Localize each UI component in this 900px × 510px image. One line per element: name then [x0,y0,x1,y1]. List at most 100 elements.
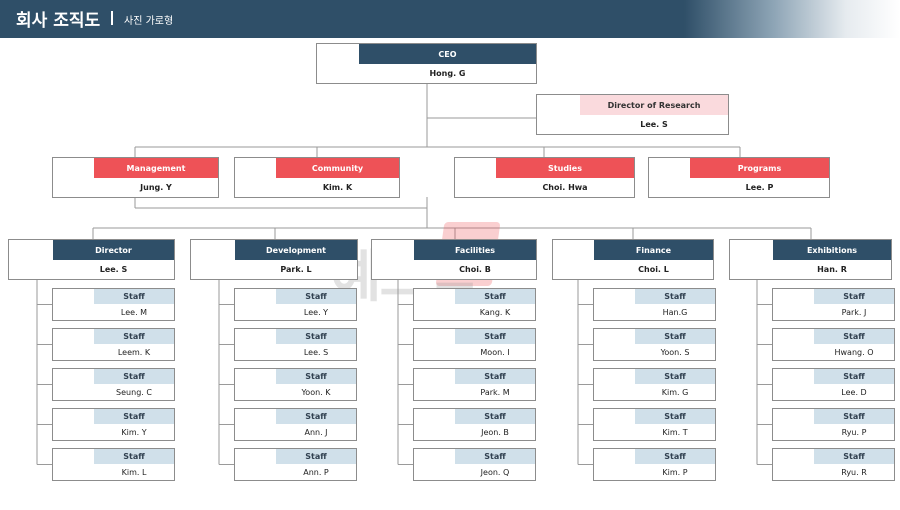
department-box: Finance Choi. L [552,239,714,280]
photo-placeholder [53,289,94,320]
staff-role: Staff [455,409,535,424]
photo-placeholder [414,329,455,360]
staff-role: Staff [635,289,715,304]
photo-placeholder [553,240,594,279]
staff-role: Staff [635,369,715,384]
photo-placeholder [594,449,635,480]
division-studies: Studies Choi. Hwa [454,157,635,198]
staff-role: Staff [94,449,174,464]
staff-role: Staff [94,289,174,304]
staff-name: Lee. D [814,384,894,400]
staff-name: Kim. L [94,464,174,480]
division-name: Lee. P [690,178,829,197]
staff-role: Staff [276,289,356,304]
photo-placeholder [317,44,359,83]
division-role: Programs [690,158,829,179]
research-role: Director of Research [580,95,728,116]
photo-placeholder [414,369,455,400]
photo-placeholder [53,369,94,400]
division-management: Management Jung. Y [52,157,219,198]
photo-placeholder [9,240,53,279]
staff-name: Park. M [455,384,535,400]
staff-name: Lee. M [94,304,174,320]
photo-placeholder [773,329,814,360]
department-box: Director Lee. S [8,239,175,280]
staff-role: Staff [814,289,894,304]
staff-name: Kim. P [635,464,715,480]
department-box: Development Park. L [190,239,358,280]
ceo-name: Hong. G [359,64,536,83]
photo-placeholder [235,329,276,360]
staff-role: Staff [814,449,894,464]
staff-role: Staff [94,369,174,384]
title-separator [111,11,113,25]
staff-role: Staff [455,329,535,344]
division-name: Choi. Hwa [496,178,634,197]
staff-role: Staff [814,329,894,344]
photo-placeholder [235,409,276,440]
staff-role: Staff [455,289,535,304]
staff-role: Staff [455,449,535,464]
page-subtitle: 사진 가로형 [124,16,174,27]
department-role: Finance [594,240,713,261]
photo-placeholder [730,240,773,279]
photo-placeholder [594,409,635,440]
staff-name: Leem. K [94,344,174,360]
photo-placeholder [773,409,814,440]
staff-role: Staff [635,449,715,464]
department-name: Han. R [773,260,891,279]
staff-role: Staff [635,329,715,344]
staff-name: Lee. S [276,344,356,360]
photo-placeholder [649,158,690,197]
photo-placeholder [235,289,276,320]
department-box: Exhibitions Han. R [729,239,892,280]
division-programs: Programs Lee. P [648,157,830,198]
staff-role: Staff [276,329,356,344]
staff-name: Kim. Y [94,424,174,440]
division-name: Jung. Y [94,178,218,197]
staff-name: Lee. Y [276,304,356,320]
photo-placeholder [414,289,455,320]
staff-name: Han.G [635,304,715,320]
photo-placeholder [455,158,496,197]
photo-placeholder [537,95,580,134]
staff-role: Staff [276,369,356,384]
division-role: Management [94,158,218,179]
staff-name: Kim. T [635,424,715,440]
photo-placeholder [773,449,814,480]
photo-placeholder [414,409,455,440]
photo-placeholder [53,329,94,360]
photo-placeholder [594,329,635,360]
department-name: Choi. L [594,260,713,279]
staff-role: Staff [276,409,356,424]
photo-placeholder [53,449,94,480]
photo-placeholder [594,289,635,320]
staff-name: Yoon. K [276,384,356,400]
photo-placeholder [372,240,414,279]
department-role: Exhibitions [773,240,891,261]
staff-role: Staff [635,409,715,424]
staff-role: Staff [94,329,174,344]
photo-placeholder [235,158,276,197]
department-role: Development [235,240,357,261]
department-name: Lee. S [53,260,174,279]
staff-name: Yoon. S [635,344,715,360]
